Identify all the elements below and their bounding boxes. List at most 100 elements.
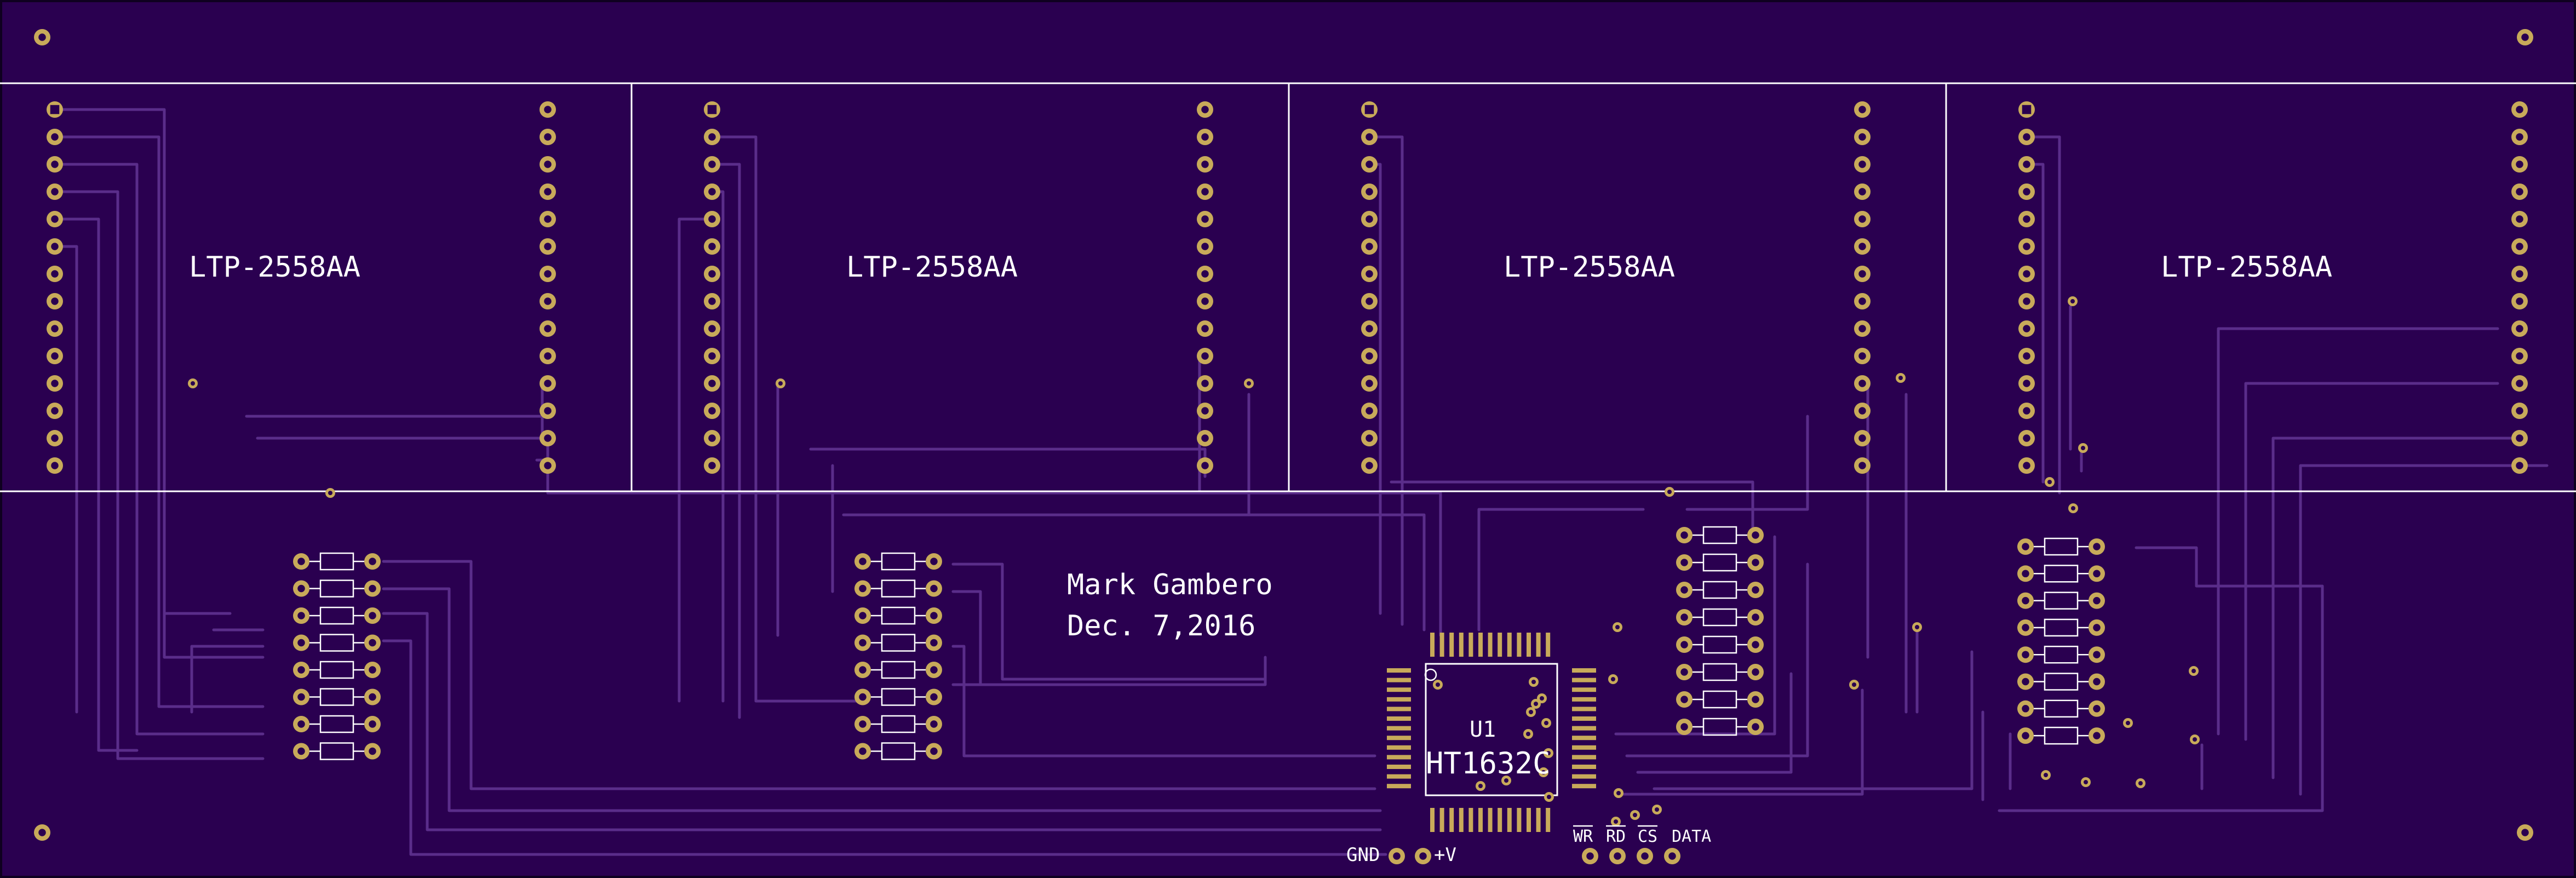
display-2-left-pin-12-hole: [708, 407, 716, 415]
resistor-bank-4-row-8-pad-a-hole: [2022, 732, 2029, 739]
resistor-bank-4-row-7-pad-b-hole: [2093, 705, 2101, 713]
resistor-bank-4-row-5-pad-b: [2089, 646, 2105, 663]
display-4-right-pin-11-hole: [2516, 380, 2523, 387]
resistor-bank-3-row-5-pad-a-hole: [1680, 641, 1688, 649]
trace-54: [2299, 464, 2549, 796]
ic-left-pad-4: [1387, 697, 1411, 702]
ic-top-pad-12: [1536, 633, 1541, 657]
ic-bottom-pad-13: [1546, 808, 1551, 832]
resistor-bank-2-row-1: [854, 552, 942, 571]
via-12: [1912, 622, 1922, 632]
display-4-right-pin-1-hole: [2516, 106, 2523, 113]
display-1-right-pin-1: [540, 101, 556, 118]
display-3-right-pin-12-hole: [1858, 407, 1866, 415]
ic-right-pad-6: [1572, 716, 1596, 721]
ic-top-pad-10: [1517, 633, 1522, 657]
display-4-right-pin-8: [2511, 293, 2528, 309]
via-5-hole: [1667, 490, 1672, 494]
resistor-bank-4-row-8-pad-b-hole: [2093, 732, 2101, 739]
display-2-left-pin-5-hole: [708, 215, 716, 223]
display-4-right-pin-12-hole: [2516, 407, 2523, 415]
resistor-bank-4-row-1-pad-b: [2089, 538, 2105, 555]
trace-27: [951, 590, 982, 686]
trace-1: [53, 163, 265, 736]
display-1-right-pin-8: [540, 293, 556, 309]
via-20-hole: [1611, 677, 1615, 681]
resistor-bank-1-row-2: [293, 579, 381, 598]
resistor-bank-1-row-1-pad-a: [293, 553, 309, 570]
via-7: [2068, 296, 2078, 306]
display-1-right-pin-11-hole: [544, 380, 552, 387]
display-3-left-pin-13-hole: [1366, 434, 1373, 442]
resistor-bank-1-row-6-pad-a: [293, 688, 309, 705]
ic-bottom-pad-10: [1517, 808, 1522, 832]
display-3-label: LTP-2558AA: [1504, 251, 1675, 284]
display-1-right-pin-5-hole: [544, 215, 552, 223]
trace-2: [53, 190, 265, 760]
display-2-left-pin-9-hole: [708, 325, 716, 332]
resistor-bank-2-row-5-pad-b-hole: [930, 666, 938, 674]
display-3-right-pin-11: [1854, 375, 1871, 392]
display-2-right-pin-9: [1197, 320, 1213, 337]
display-4-left-pin-2-hole: [2023, 133, 2030, 141]
resistor-bank-2-row-3: [854, 606, 942, 625]
display-3-left-pin-11: [1361, 375, 1378, 392]
ic-left-pad-9: [1387, 745, 1411, 750]
resistor-bank-2-row-8-pad-a-hole: [859, 747, 867, 755]
trace-9: [382, 560, 1376, 790]
ic-left-pad-7: [1387, 726, 1411, 731]
via-32-hole: [1478, 784, 1483, 788]
resistor-bank-3-row-3-pad-b-hole: [1752, 586, 1759, 594]
via-34-hole: [1540, 696, 1544, 701]
resistor-bank-2-row-8-pad-b-hole: [930, 747, 938, 755]
display-2-right-pin-7: [1197, 266, 1213, 282]
display-2-right-pin-11-hole: [1201, 380, 1209, 387]
display-4-left-pin-7: [2018, 266, 2035, 282]
resistor-bank-3-row-6-pad-a: [1676, 664, 1693, 680]
resistor-bank-3-row-5-pad-b-hole: [1752, 641, 1759, 649]
resistor-bank-3-row-2: [1676, 553, 1764, 572]
resistor-bank-4-row-1: [2017, 537, 2105, 556]
trace-53: [2271, 437, 2521, 779]
display-4-left-pin-14: [2018, 457, 2035, 474]
resistor-bank-3-row-1-pad-b-hole: [1752, 531, 1759, 539]
via-14: [2189, 666, 2199, 676]
resistor-bank-2-row-6-pad-a: [854, 688, 871, 705]
resistor-bank-1-row-7-pad-a-hole: [297, 720, 305, 728]
ic-bottom-pad-9: [1507, 808, 1512, 832]
display-4-left-pin-7-hole: [2023, 270, 2030, 278]
resistor-bank-1-row-3-pad-a-hole: [297, 612, 305, 619]
display-1-left-pin-1: [47, 101, 63, 118]
display-1-right-pin-12: [540, 403, 556, 419]
display-3-left-pin-6-hole: [1366, 243, 1373, 250]
ic-left-pad-11: [1387, 765, 1411, 769]
rd-pad: [1609, 848, 1626, 864]
trace-19: [710, 163, 741, 719]
display-1-left-pin-11-hole: [51, 380, 59, 387]
ic-left-pad-13: [1387, 784, 1411, 789]
display-2-right-pin-8: [1197, 293, 1213, 309]
display-4-right-pin-4: [2511, 183, 2528, 200]
ic-right-pad-10: [1572, 755, 1596, 760]
display-4-right-pin-7-hole: [2516, 270, 2523, 278]
resistor-bank-1-row-2-pad-b: [364, 580, 381, 597]
display-3-left-pin-1-hole: [1364, 105, 1374, 114]
resistor-bank-1-row-5-pad-b: [364, 662, 381, 678]
display-2-left-pin-13-hole: [708, 434, 716, 442]
display-3-right-pin-7: [1854, 266, 1871, 282]
via-2: [325, 488, 335, 498]
resistor-bank-3-row-7: [1676, 690, 1764, 709]
resistor-bank-4-row-2-pad-b-hole: [2093, 570, 2101, 578]
via-8: [2078, 443, 2088, 453]
resistor-bank-1-row-4-pad-a: [293, 634, 309, 651]
display-4-left-pin-4-hole: [2023, 188, 2030, 196]
resistor-bank-4-row-6-pad-b: [2089, 673, 2105, 690]
display-3-right-pin-8-hole: [1858, 297, 1866, 305]
gnd-pad: [1389, 848, 1405, 864]
display-4-right-pin-4-hole: [2516, 188, 2523, 196]
display-4-right-pin-12: [2511, 403, 2528, 419]
via-27-hole: [1616, 791, 1621, 795]
resistor-bank-4-row-3-pad-b: [2089, 592, 2105, 609]
display-2-right-pin-3: [1197, 156, 1213, 173]
